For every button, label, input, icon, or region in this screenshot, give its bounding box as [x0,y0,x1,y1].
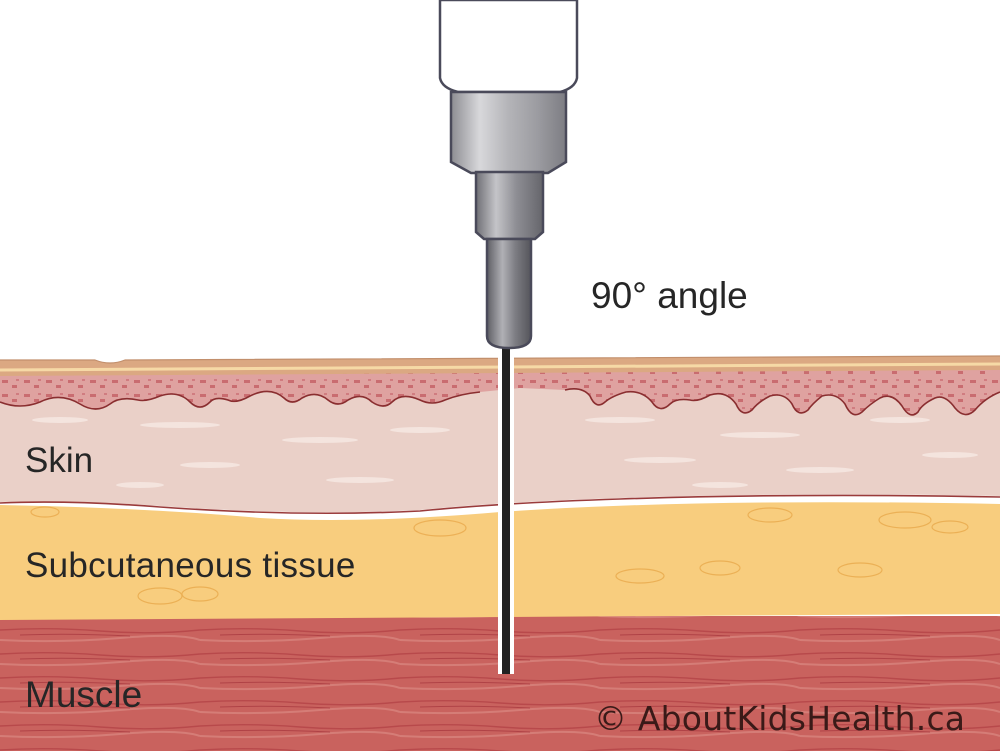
syringe-hub [449,90,568,175]
muscle-label: Muscle [25,674,143,715]
subcutaneous-label: Subcutaneous tissue [25,546,356,585]
copyright-credit: © AboutKidsHealth.ca [594,699,966,738]
angle-label: 90° angle [591,275,748,316]
syringe-barrel [438,0,579,94]
syringe-adapter [474,170,545,241]
needle-base [485,237,533,350]
needle [502,344,510,674]
skin-label: Skin [25,441,94,480]
